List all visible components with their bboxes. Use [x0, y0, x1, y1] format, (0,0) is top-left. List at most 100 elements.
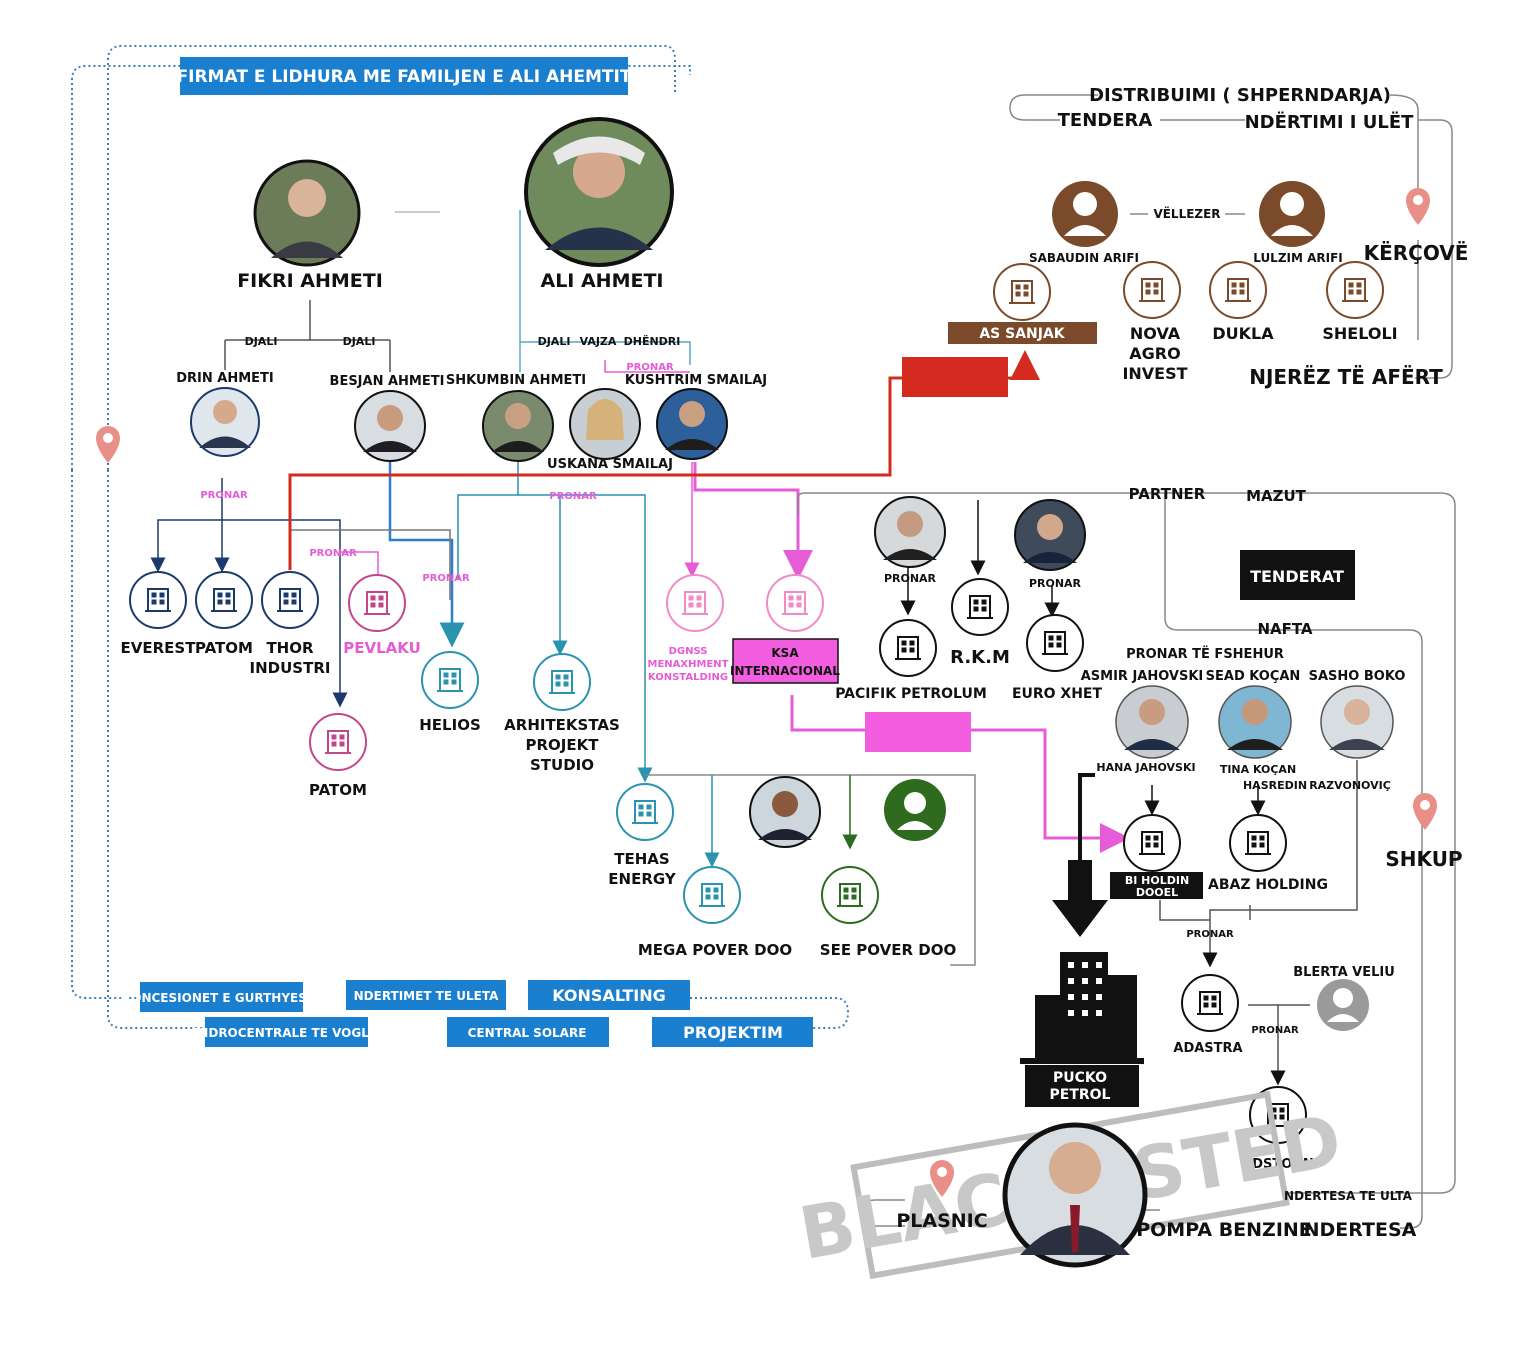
name-lulzim: LULZIM ARIFI: [1253, 251, 1343, 265]
tag-ndertimet-text: NDERTIMET TE ULETA: [354, 989, 499, 1003]
name-sead: SEAD KOÇAN: [1206, 669, 1301, 684]
rel-djali-3: DJALI: [538, 335, 571, 348]
as-sanjak-label-box: [948, 322, 1097, 344]
label-adastra: ADASTRA: [1173, 1041, 1242, 1056]
company-icon-bi-holdin: [1123, 814, 1181, 872]
company-icon-see: [821, 866, 879, 924]
label-nafta: NAFTA: [1257, 620, 1312, 638]
avatar-sabaudin: [1052, 181, 1118, 247]
company-icon-dukla: [1209, 261, 1267, 319]
label-ndertesa-te-ulta: NDERTESA TE ULTA: [1284, 1189, 1413, 1203]
label-thor-1: THOR: [266, 639, 314, 657]
rel-djali-2: DJALI: [343, 335, 376, 348]
name-uskana: USKANA SMAILAJ: [547, 457, 673, 472]
label-dgnss-1: DGNSS: [669, 646, 708, 657]
company-icon-mega: [683, 866, 741, 924]
name-drin: DRIN AHMETI: [176, 371, 274, 386]
rel-dhendri: DHËNDRI: [624, 334, 681, 348]
name-ali: ALI AHMETI: [540, 270, 663, 292]
company-icon-arhitekstas: [533, 653, 591, 711]
page-title: FIRMAT E LIDHURA ME FAMILJEN E ALI AHEMT…: [177, 67, 632, 87]
label-tehas-2: ENERGY: [608, 870, 677, 888]
company-icon-rkm: [951, 578, 1009, 636]
label-pronar-fshehur: PRONAR TË FSHEHUR: [1126, 646, 1284, 662]
pronar-label-pevlaku: PRONAR: [309, 548, 357, 559]
company-icon-ksa: [766, 574, 824, 632]
pronar-label-drin: PRONAR: [200, 490, 248, 501]
label-tendera: TENDERA: [1058, 110, 1153, 131]
tag-ndertimet: [346, 980, 506, 1010]
label-nova-1: NOVA: [1130, 324, 1181, 343]
photo-asmir-jahovski: [1115, 685, 1189, 759]
company-icon-dgnss: [666, 574, 724, 632]
label-kercove: KËRÇOVË: [1364, 241, 1469, 265]
company-icon-abaz: [1229, 814, 1287, 872]
label-bi-holdin-2: DOOEL: [1136, 886, 1178, 899]
pronar-adastra: PRONAR: [1186, 929, 1234, 940]
label-ndertimi: NDËRTIMI I ULËT: [1245, 111, 1415, 133]
map-pin-icon-left: [96, 426, 120, 463]
map-pin-icon-kercove: [1406, 188, 1430, 225]
label-everest: EVEREST: [121, 639, 197, 657]
bottom-tags: KONCESIONET E GURTHYESIT NDERTIMET TE UL…: [123, 980, 813, 1047]
label-rkm: R.K.M: [950, 647, 1010, 668]
company-icon-euroxhet: [1026, 614, 1084, 672]
label-dgnss-3: KONSTALDING: [648, 672, 728, 683]
pronar-euroxhet: PRONAR: [1029, 577, 1082, 590]
label-dukla: DUKLA: [1212, 324, 1274, 343]
label-ksa-1: KSA: [771, 646, 799, 660]
building-icon-pucko: [1020, 952, 1144, 1064]
name-kushtrim: KUSHTRIM SMAILAJ: [625, 373, 767, 388]
pink-link-bar: [865, 712, 971, 752]
label-nova-3: INVEST: [1122, 364, 1187, 383]
red-link-bar: [902, 357, 1008, 397]
label-abaz: ABAZ HOLDING: [1208, 877, 1328, 893]
label-mega: MEGA POVER DOO: [638, 941, 792, 959]
big-arrow-icon: [1052, 860, 1108, 937]
photo-besjan-ahmeti: [354, 390, 426, 462]
company-icon-adastra: [1181, 974, 1239, 1032]
pronar-pacifik: PRONAR: [884, 572, 937, 585]
photo-kushtrim-smailaj: [656, 388, 728, 460]
label-thor-2: INDUSTRI: [250, 659, 331, 677]
avatar-lulzim: [1259, 181, 1325, 247]
company-icon-tehas: [616, 783, 674, 841]
tag-koncesionet-text: KONCESIONET E GURTHYESIT: [123, 991, 321, 1005]
label-tehas-1: TEHAS: [614, 850, 669, 868]
label-ndertesa: NDERTESA: [1304, 1219, 1417, 1241]
label-tenderat: TENDERAT: [1250, 567, 1344, 586]
label-arhitekstas-3: STUDIO: [530, 756, 594, 774]
rel-vajza: VAJZA: [580, 335, 617, 348]
name-fikri: FIKRI AHMETI: [237, 270, 383, 292]
name-razvonovic: RAZVONOVIÇ: [1309, 779, 1391, 792]
name-blerta: BLERTA VELIU: [1293, 965, 1395, 980]
tag-projektim-text: PROJEKTIM: [683, 1023, 783, 1042]
name-shkumbin: SHKUMBIN AHMETI: [446, 373, 586, 388]
bi-holdin-label-box: [1110, 872, 1203, 899]
label-as-sanjak: AS SANJAK: [979, 326, 1065, 342]
company-icon-nova-agro: [1123, 261, 1181, 319]
rel-djali-1: DJALI: [245, 335, 278, 348]
tag-projektim: [652, 1017, 813, 1047]
pucko-label-box: [1025, 1065, 1139, 1107]
label-pompa: POMPA BENZINE: [1136, 1219, 1312, 1241]
photo-tehas-partner: [749, 776, 821, 848]
name-sabaudin: SABAUDIN ARIFI: [1029, 251, 1139, 265]
company-icon-thor: [261, 571, 319, 629]
photo-euroxhet-owner: [1014, 499, 1086, 571]
tag-koncesionet: [140, 982, 303, 1012]
company-icon-sheloli: [1326, 261, 1384, 319]
pronar-label-helios: PRONAR: [422, 573, 470, 584]
label-njerez: NJERËZ TË AFËRT: [1249, 365, 1443, 389]
photo-uskana-smailaj: [569, 388, 641, 460]
label-ksa-2: INTERNACIONAL: [730, 664, 840, 678]
company-icon-helios: [421, 651, 479, 709]
ksa-label-box: [732, 638, 839, 684]
person-silhouette-green: [884, 779, 946, 841]
photo-shkumbin-ahmeti: [482, 390, 554, 462]
map-pin-icon-shkup: [1413, 793, 1437, 830]
photo-fikri-ahmeti: [253, 159, 361, 267]
company-icon-pacifik: [879, 619, 937, 677]
photo-ali-ahmeti: [524, 117, 674, 267]
label-pacifik: PACIFIK PETROLUM: [835, 686, 987, 702]
